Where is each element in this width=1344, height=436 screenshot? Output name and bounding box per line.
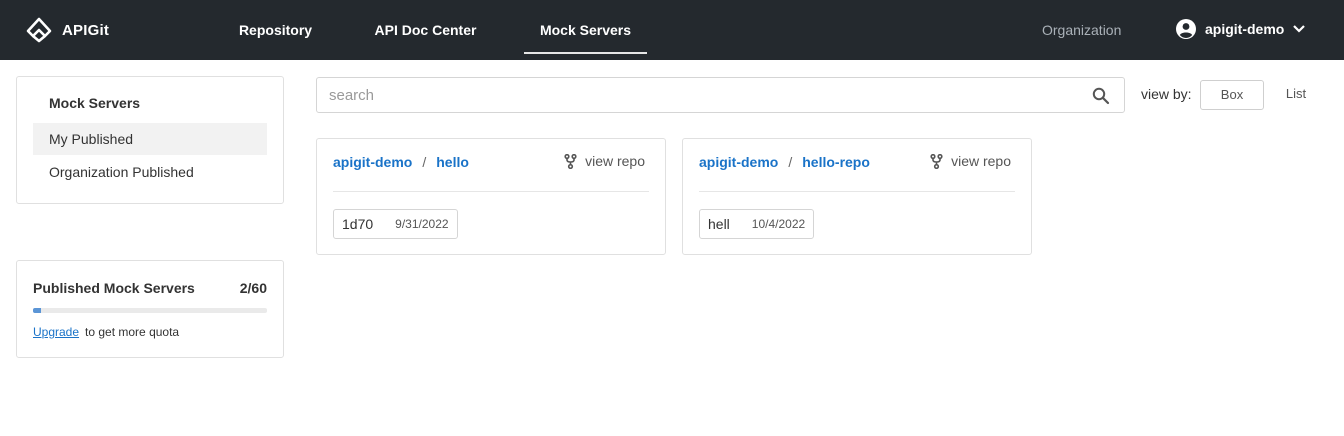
account-circle-icon xyxy=(1176,19,1196,39)
view-by-list-button[interactable]: List xyxy=(1285,86,1307,101)
mock-server-name: 1d70 xyxy=(342,216,374,232)
quota-count: 2/60 xyxy=(239,280,267,296)
nav-api-doc-center[interactable]: API Doc Center xyxy=(374,22,477,38)
user-name: apigit-demo xyxy=(1205,21,1285,37)
card-divider xyxy=(699,191,1015,192)
mock-server-date: 10/4/2022 xyxy=(751,217,806,231)
sidebar-item-organization-published[interactable]: Organization Published xyxy=(49,164,194,180)
mock-server-date: 9/31/2022 xyxy=(395,217,449,231)
brand-name: APIGit xyxy=(62,21,110,39)
quota-footer: Upgrade to get more quota xyxy=(33,325,179,339)
path-separator: / xyxy=(422,154,427,170)
repo-card: apigit-demo / hello view repo 1d70 9/31/… xyxy=(316,138,666,255)
card-divider xyxy=(333,191,649,192)
view-repo-link[interactable]: view repo xyxy=(564,153,645,169)
path-separator: / xyxy=(788,154,793,170)
nav-repository[interactable]: Repository xyxy=(238,22,313,38)
quota-progress-fill xyxy=(33,308,41,313)
quota-footer-text: to get more quota xyxy=(85,325,180,339)
mock-server-name: hell xyxy=(708,216,730,232)
sidebar-item-my-published[interactable]: My Published xyxy=(33,123,267,155)
sidebar-title: Mock Servers xyxy=(49,95,141,111)
search-input[interactable] xyxy=(317,78,1057,112)
view-repo-label: view repo xyxy=(951,153,1011,169)
fork-icon xyxy=(564,153,577,169)
mock-server-chip[interactable]: hell 10/4/2022 xyxy=(699,209,815,239)
view-repo-label: view repo xyxy=(585,153,645,169)
nav-mock-servers[interactable]: Mock Servers xyxy=(524,0,647,60)
sidebar-menu-card: Mock Servers My Published Organization P… xyxy=(16,76,284,204)
view-repo-link[interactable]: view repo xyxy=(930,153,1011,169)
view-by-label: view by: xyxy=(1141,86,1192,102)
nav-organization[interactable]: Organization xyxy=(1042,22,1122,38)
repo-owner-link[interactable]: apigit-demo xyxy=(333,154,413,170)
quota-card: Published Mock Servers 2/60 Upgrade to ge… xyxy=(16,260,284,358)
user-menu[interactable]: apigit-demo xyxy=(1175,18,1306,40)
apigit-logo-icon xyxy=(26,17,52,43)
mock-server-chip[interactable]: 1d70 9/31/2022 xyxy=(333,209,458,239)
repo-owner-link[interactable]: apigit-demo xyxy=(699,154,779,170)
view-by-box-button[interactable]: Box xyxy=(1200,80,1264,110)
repo-card: apigit-demo / hello-repo view repo hell … xyxy=(682,138,1032,255)
repo-path: apigit-demo / hello-repo xyxy=(699,154,870,170)
repo-name-link[interactable]: hello-repo xyxy=(802,154,870,170)
search-icon[interactable] xyxy=(1092,87,1110,110)
repo-name-link[interactable]: hello xyxy=(436,154,469,170)
quota-progress-bar xyxy=(33,308,267,313)
chevron-down-icon xyxy=(1293,25,1306,33)
brand-logo[interactable]: APIGit xyxy=(24,17,109,43)
fork-icon xyxy=(930,153,943,169)
repo-path: apigit-demo / hello xyxy=(333,154,469,170)
top-nav-bar: APIGit Repository API Doc Center Mock Se… xyxy=(0,0,1344,60)
search-box xyxy=(316,77,1125,113)
upgrade-link[interactable]: Upgrade xyxy=(33,325,80,339)
quota-title: Published Mock Servers xyxy=(33,280,195,296)
